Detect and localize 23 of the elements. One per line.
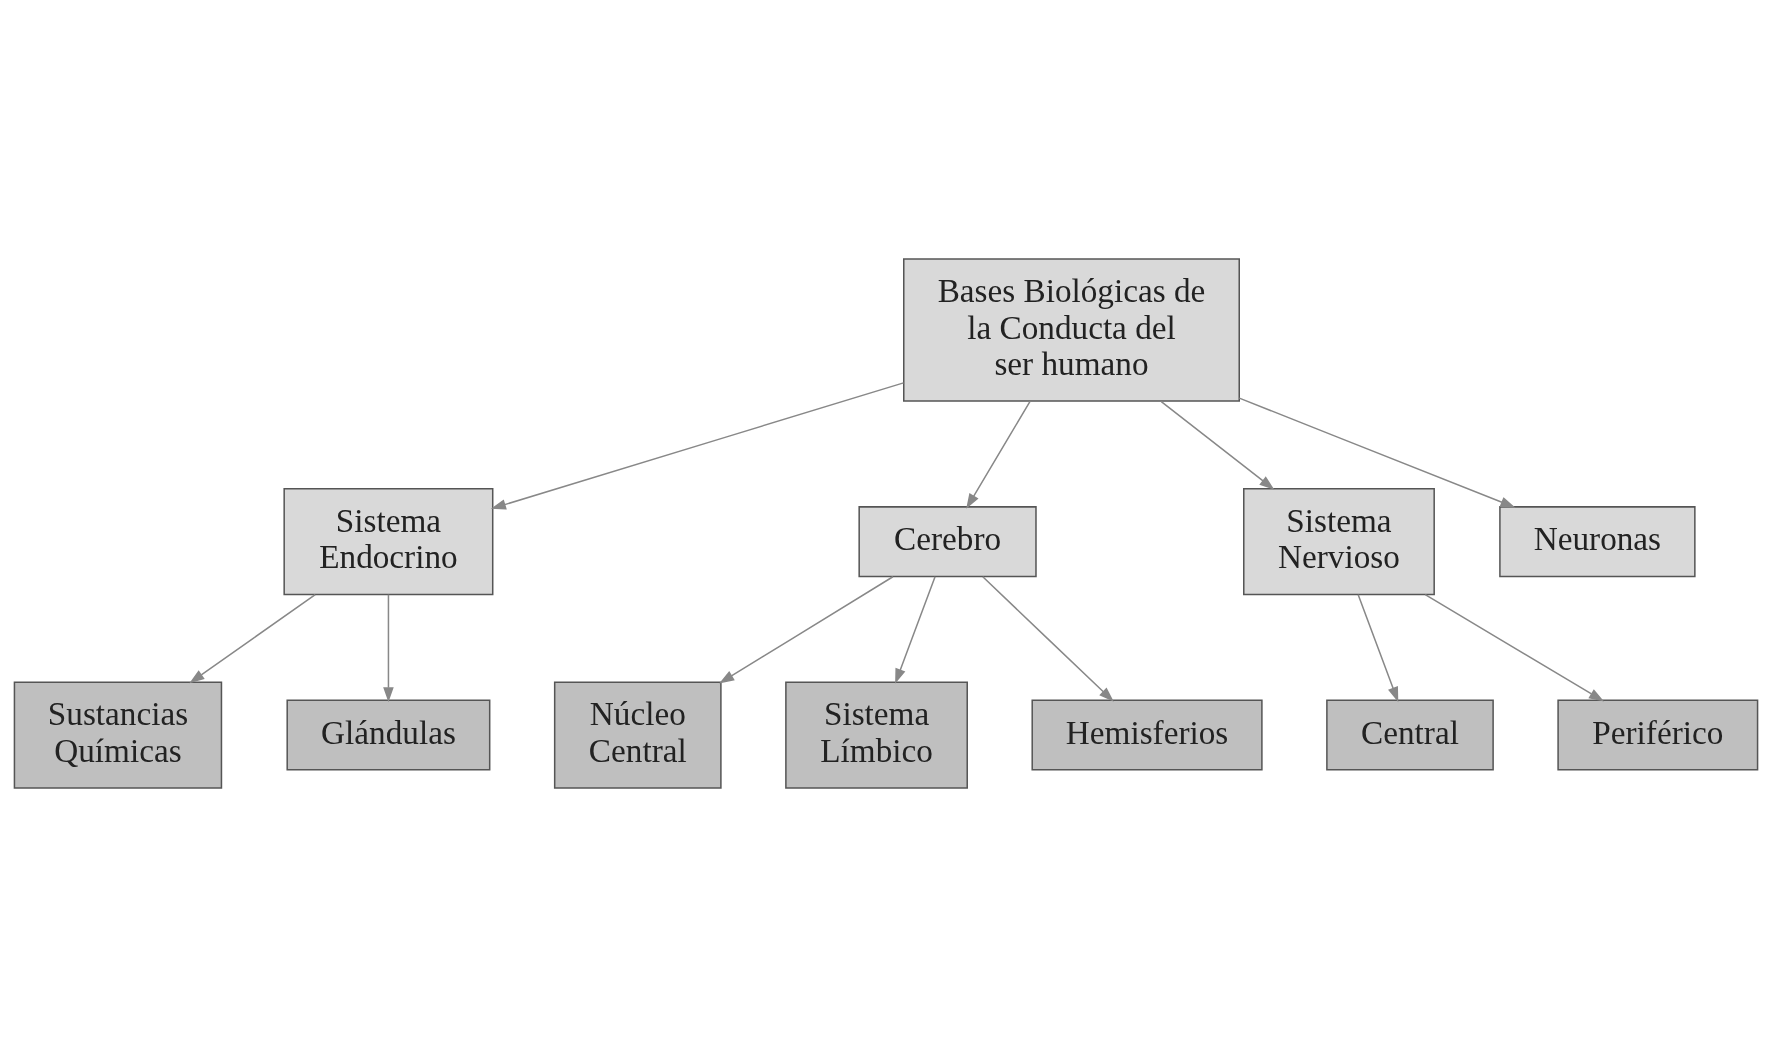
arrow [966, 400, 1031, 509]
node-box: Neuronas [1499, 505, 1696, 577]
arrow [1357, 593, 1399, 702]
node-box: Periférico [1557, 699, 1759, 771]
node-box: Cerebro [858, 505, 1037, 577]
node-box: Bases Biológicas de la Conducta del ser humano [903, 257, 1240, 402]
arrow [982, 575, 1114, 702]
node-box: Núcleo Central [553, 680, 722, 789]
arrow [490, 381, 905, 509]
arrow [1424, 593, 1605, 701]
node-box: Sistema Nervioso [1243, 487, 1435, 595]
arrow [383, 593, 394, 702]
arrow [1160, 400, 1275, 490]
arrow [189, 593, 316, 683]
arrow [719, 575, 894, 684]
node-box: Hemisferios [1031, 699, 1263, 771]
arrow [895, 575, 936, 684]
node-box: Sistema Límbico [785, 680, 968, 789]
node-box: Glándulas [286, 699, 491, 771]
node-box: Sistema Endocrino [283, 487, 494, 595]
arrow [1238, 396, 1516, 508]
node-box: Central [1326, 699, 1494, 771]
node-box: Sustancias Químicas [13, 680, 223, 789]
